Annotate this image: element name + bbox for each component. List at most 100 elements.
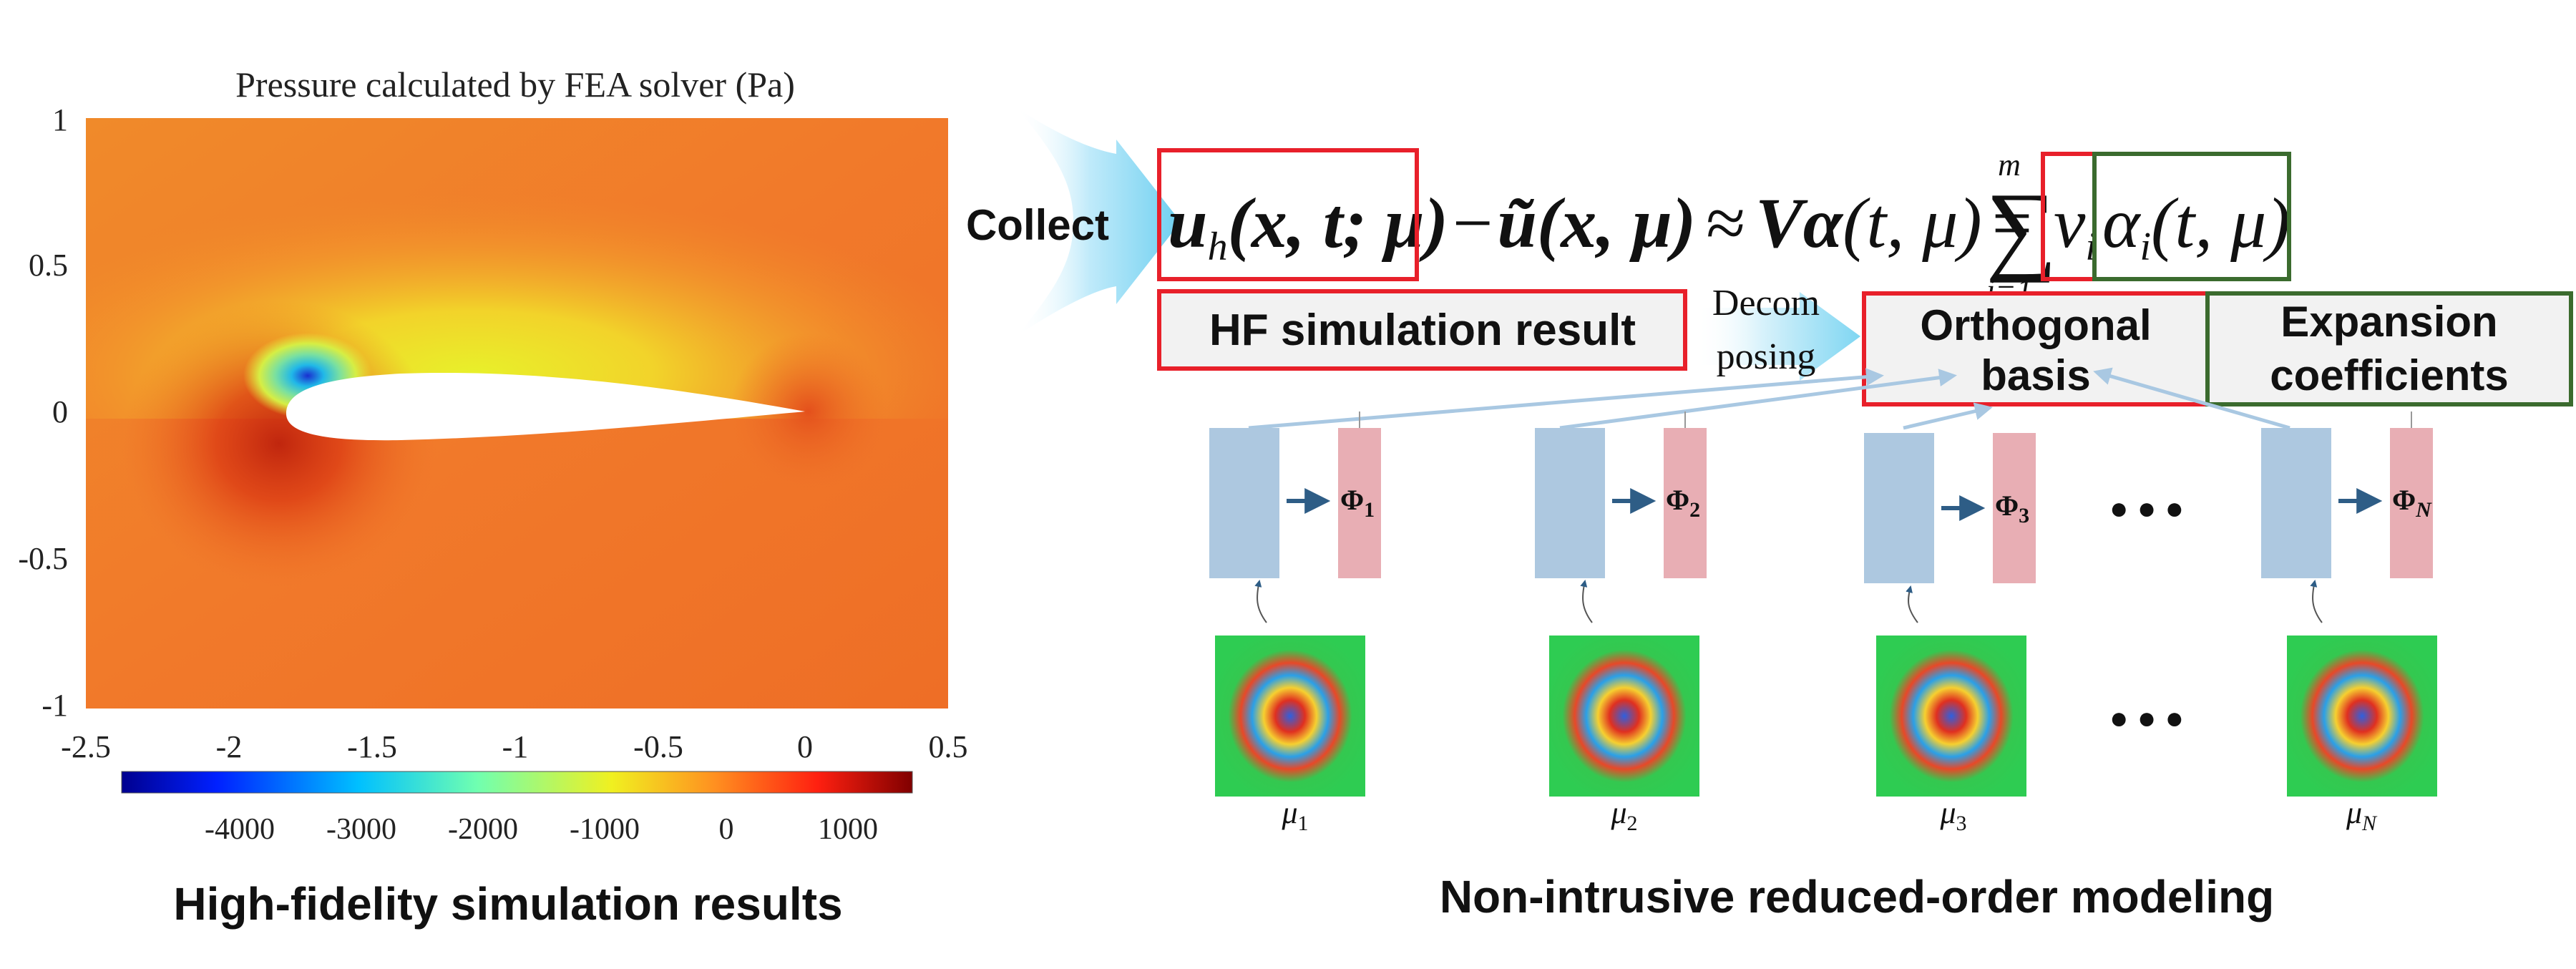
hf-result-label: HF simulation result bbox=[1209, 306, 1636, 355]
eq-uh-sub: h bbox=[1208, 225, 1228, 269]
mu-symbol: μ bbox=[1610, 795, 1626, 830]
y-tick-label: 0 bbox=[52, 394, 68, 429]
mu-subscript: 2 bbox=[1627, 812, 1638, 835]
mode-link bbox=[1248, 368, 1884, 430]
colorbar-tick-label: -3000 bbox=[326, 813, 396, 846]
eq-vi: v bbox=[2054, 183, 2086, 263]
colorbar-tick-label: 1000 bbox=[818, 813, 878, 846]
uh-highlight-box bbox=[1157, 148, 1419, 281]
eq-sum: ∑ bbox=[1986, 172, 2057, 283]
eq-uh: u bbox=[1168, 183, 1208, 263]
x-tick-label: -1 bbox=[502, 729, 529, 764]
eq-v-alpha-args: (t, μ) bbox=[1843, 183, 1982, 263]
snapshot-link bbox=[1580, 580, 1593, 623]
orthogonal-basis-label-2: basis bbox=[1981, 351, 2090, 399]
column-2: Φ2 μ2 bbox=[1535, 412, 1707, 835]
snapshot-matrix-block bbox=[1864, 433, 1934, 583]
x-tick-label: 0 bbox=[797, 729, 813, 764]
eq-minus: − bbox=[1453, 183, 1493, 263]
plot-title: Pressure calculated by FEA solver (Pa) bbox=[235, 64, 795, 104]
collect-arrow bbox=[1016, 107, 1181, 336]
y-tick-label: -0.5 bbox=[18, 541, 68, 576]
snapshot-link bbox=[1906, 585, 1918, 623]
phi-symbol: Φ bbox=[1666, 484, 1689, 516]
phi-symbol: Φ bbox=[1340, 484, 1364, 516]
colorbar-tick-label: 0 bbox=[719, 813, 734, 846]
ellipsis-snapshots: ● ● ● bbox=[2109, 701, 2184, 736]
expansion-coefficients-label-1: Expansion bbox=[2280, 298, 2497, 346]
column-N: ΦN μN bbox=[2261, 412, 2437, 835]
mu-subscript: 1 bbox=[1298, 812, 1309, 835]
phi-subscript: 2 bbox=[1689, 498, 1700, 522]
x-tick-label: 0.5 bbox=[929, 729, 968, 764]
x-axis: -2.5 -2 -1.5 -1 -0.5 0 0.5 bbox=[61, 729, 967, 764]
y-tick-label: 1 bbox=[52, 102, 68, 137]
snapshot-matrix-block bbox=[2261, 428, 2331, 578]
phi-label: Φ1 bbox=[1340, 484, 1375, 522]
column-3: Φ3 μ3 bbox=[1864, 433, 2036, 835]
phi-label: ΦN bbox=[2392, 484, 2432, 522]
left-caption: High-fidelity simulation results bbox=[173, 878, 842, 930]
eq-utilde: ũ bbox=[1497, 183, 1537, 263]
flow-snapshot bbox=[1215, 636, 1365, 797]
phi-symbol: Φ bbox=[2392, 484, 2416, 516]
x-tick-label: -0.5 bbox=[633, 729, 683, 764]
decomposing-label-1: Decom bbox=[1712, 283, 1820, 323]
flow-snapshot bbox=[2287, 636, 2437, 797]
rom-panel: Collect uh(x, t; μ)−ũ(x, μ)≈Vα(t, μ)= ∑ … bbox=[966, 107, 2573, 922]
eq-approx: ≈ bbox=[1706, 183, 1745, 263]
mu-label: μ1 bbox=[1281, 795, 1308, 835]
eq-alpha-i: α bbox=[2102, 183, 2142, 263]
y-tick-label: -1 bbox=[42, 688, 68, 723]
mode-link bbox=[2093, 367, 2290, 430]
colorbar-tick-label: -2000 bbox=[448, 813, 518, 846]
mu-label: μN bbox=[2346, 795, 2378, 835]
x-tick-label: -2.5 bbox=[61, 729, 111, 764]
phi-symbol: Φ bbox=[1995, 490, 2019, 522]
colorbar-tick-label: -1000 bbox=[570, 813, 640, 846]
mode-block bbox=[2390, 428, 2433, 578]
snapshot-link bbox=[1254, 580, 1267, 623]
trailing-edge-zone bbox=[730, 333, 887, 490]
expansion-coefficients-label-2: coefficients bbox=[2270, 351, 2508, 399]
flow-snapshot bbox=[1876, 636, 2026, 797]
phi-label: Φ2 bbox=[1666, 484, 1700, 522]
decomposing-arrow bbox=[1696, 292, 1860, 381]
eq-alpha-i-args: (t, μ) bbox=[2151, 183, 2290, 263]
x-tick-label: -2 bbox=[216, 729, 243, 764]
eq-rhs: viαi(t, μ) bbox=[2054, 183, 2290, 269]
pressure-plot: Pressure calculated by FEA solver (Pa) 1… bbox=[18, 64, 967, 930]
snapshot-matrix-block bbox=[1209, 428, 1279, 578]
colorbar-ticks: -4000 -3000 -2000 -1000 0 1000 bbox=[205, 813, 878, 846]
ellipsis-modes: ● ● ● bbox=[2109, 491, 2184, 526]
mu-subscript: N bbox=[2361, 812, 2378, 835]
eq-equals: = bbox=[1992, 183, 2032, 263]
flow-snapshot bbox=[1549, 636, 1699, 797]
hf-result-box bbox=[1157, 289, 1687, 371]
mode-block bbox=[1664, 428, 1707, 578]
mu-symbol: μ bbox=[1939, 795, 1956, 830]
mu-label: μ3 bbox=[1939, 795, 1966, 835]
colorbar-tick-label: -4000 bbox=[205, 813, 275, 846]
phi-subscript: 1 bbox=[1364, 498, 1375, 522]
mode-link bbox=[1903, 402, 1993, 430]
phi-subscript: 3 bbox=[2019, 504, 2029, 527]
expansion-coefficients-box bbox=[2205, 291, 2573, 406]
y-axis: 1 0.5 0 -0.5 -1 bbox=[18, 102, 68, 723]
mode-block bbox=[1993, 433, 2036, 583]
phi-label: Φ3 bbox=[1995, 490, 2029, 527]
snapshot-link bbox=[2310, 580, 2323, 623]
mu-subscript: 3 bbox=[1956, 812, 1967, 835]
alpha-highlight-box bbox=[2092, 152, 2291, 281]
eq-alpha-i-sub: i bbox=[2140, 225, 2151, 269]
mu-symbol: μ bbox=[1281, 795, 1297, 830]
colorbar bbox=[121, 771, 913, 794]
column-1: Φ1 μ1 bbox=[1209, 412, 1381, 835]
phi-subscript: N bbox=[2415, 498, 2432, 522]
collect-label: Collect bbox=[966, 201, 1109, 249]
snapshot-matrix-block bbox=[1535, 428, 1605, 578]
x-tick-label: -1.5 bbox=[347, 729, 397, 764]
orthogonal-basis-label-1: Orthogonal bbox=[1920, 301, 2151, 349]
right-caption: Non-intrusive reduced-order modeling bbox=[1440, 871, 2274, 922]
